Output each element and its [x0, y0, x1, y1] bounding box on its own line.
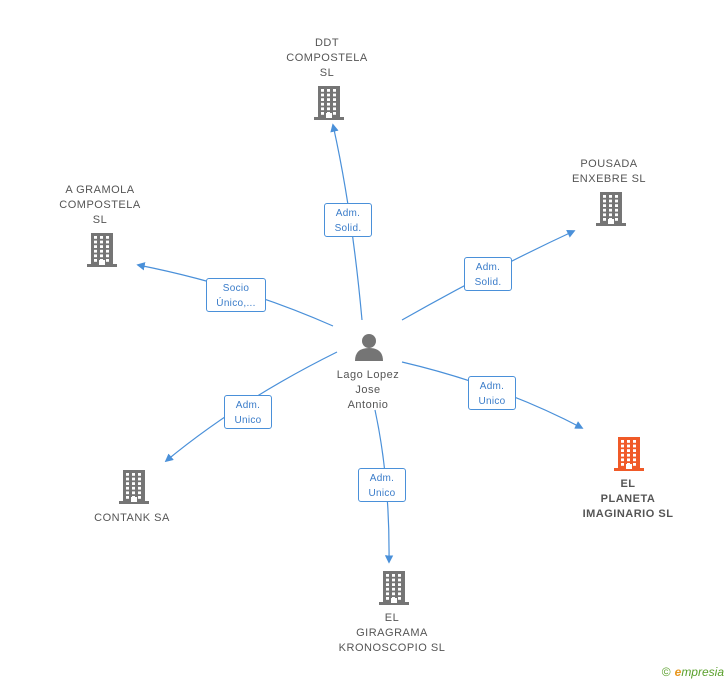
edge-label-contank[interactable]: Adm. Unico	[224, 395, 272, 429]
company-label-gramola[interactable]: A GRAMOLA COMPOSTELA SL	[59, 184, 141, 226]
edge-label-pousada[interactable]: Adm. Solid.	[464, 257, 512, 291]
building-icon[interactable]	[86, 233, 118, 272]
building-icon[interactable]	[378, 571, 410, 610]
company-label-planeta[interactable]: EL PLANETA IMAGINARIO SL	[582, 478, 674, 520]
brand-name: mpresia	[681, 665, 724, 679]
person-icon[interactable]	[354, 333, 384, 366]
copyright-mark: ©	[661, 665, 671, 679]
building-icon[interactable]	[613, 437, 645, 476]
edge-label-ddt[interactable]: Adm. Solid.	[324, 203, 372, 237]
building-icon[interactable]	[595, 192, 627, 231]
building-icon[interactable]	[118, 470, 150, 509]
brand-first-letter: e	[674, 665, 682, 679]
edge-label-giragrama[interactable]: Adm. Unico	[358, 468, 406, 502]
company-label-ddt[interactable]: DDT COMPOSTELA SL	[286, 37, 368, 79]
building-icon[interactable]	[313, 86, 345, 125]
edge-label-planeta[interactable]: Adm. Unico	[468, 376, 516, 410]
company-label-contank[interactable]: CONTANK SA	[94, 512, 170, 524]
company-label-giragrama[interactable]: EL GIRAGRAMA KRONOSCOPIO SL	[338, 612, 446, 654]
company-label-pousada[interactable]: POUSADA ENXEBRE SL	[571, 158, 647, 185]
center-person-name[interactable]: Lago Lopez Jose Antonio	[336, 369, 400, 411]
brand-footer: ©empresia	[662, 665, 724, 679]
edge-label-gramola[interactable]: Socio Único,...	[206, 278, 266, 312]
